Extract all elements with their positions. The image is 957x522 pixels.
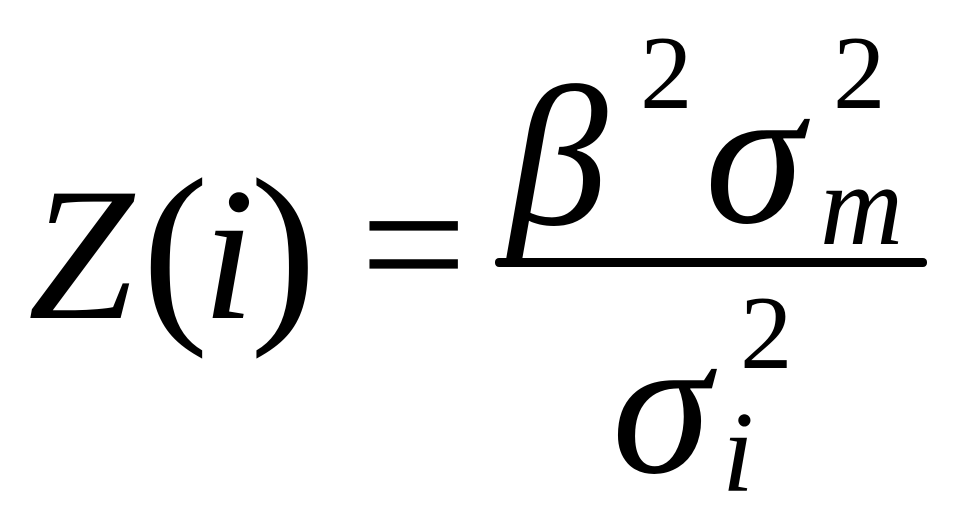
- numerator-sigma-subscript: m: [820, 142, 904, 269]
- numerator-beta: β: [508, 47, 608, 268]
- open-paren: (: [142, 139, 209, 360]
- denominator-sigma: σ: [612, 295, 711, 516]
- function-argument: i: [202, 150, 255, 360]
- numerator-beta-exponent: 2: [640, 14, 693, 131]
- function-name: Z: [28, 150, 134, 360]
- numerator-sigma-exponent: 2: [833, 14, 886, 131]
- fraction-bar: [495, 258, 927, 267]
- denominator-sigma-exponent: 2: [740, 274, 793, 391]
- numerator-sigma: σ: [705, 45, 804, 266]
- denominator-sigma-subscript: i: [722, 389, 754, 516]
- close-paren: ): [250, 139, 317, 360]
- equals-sign: =: [360, 140, 468, 350]
